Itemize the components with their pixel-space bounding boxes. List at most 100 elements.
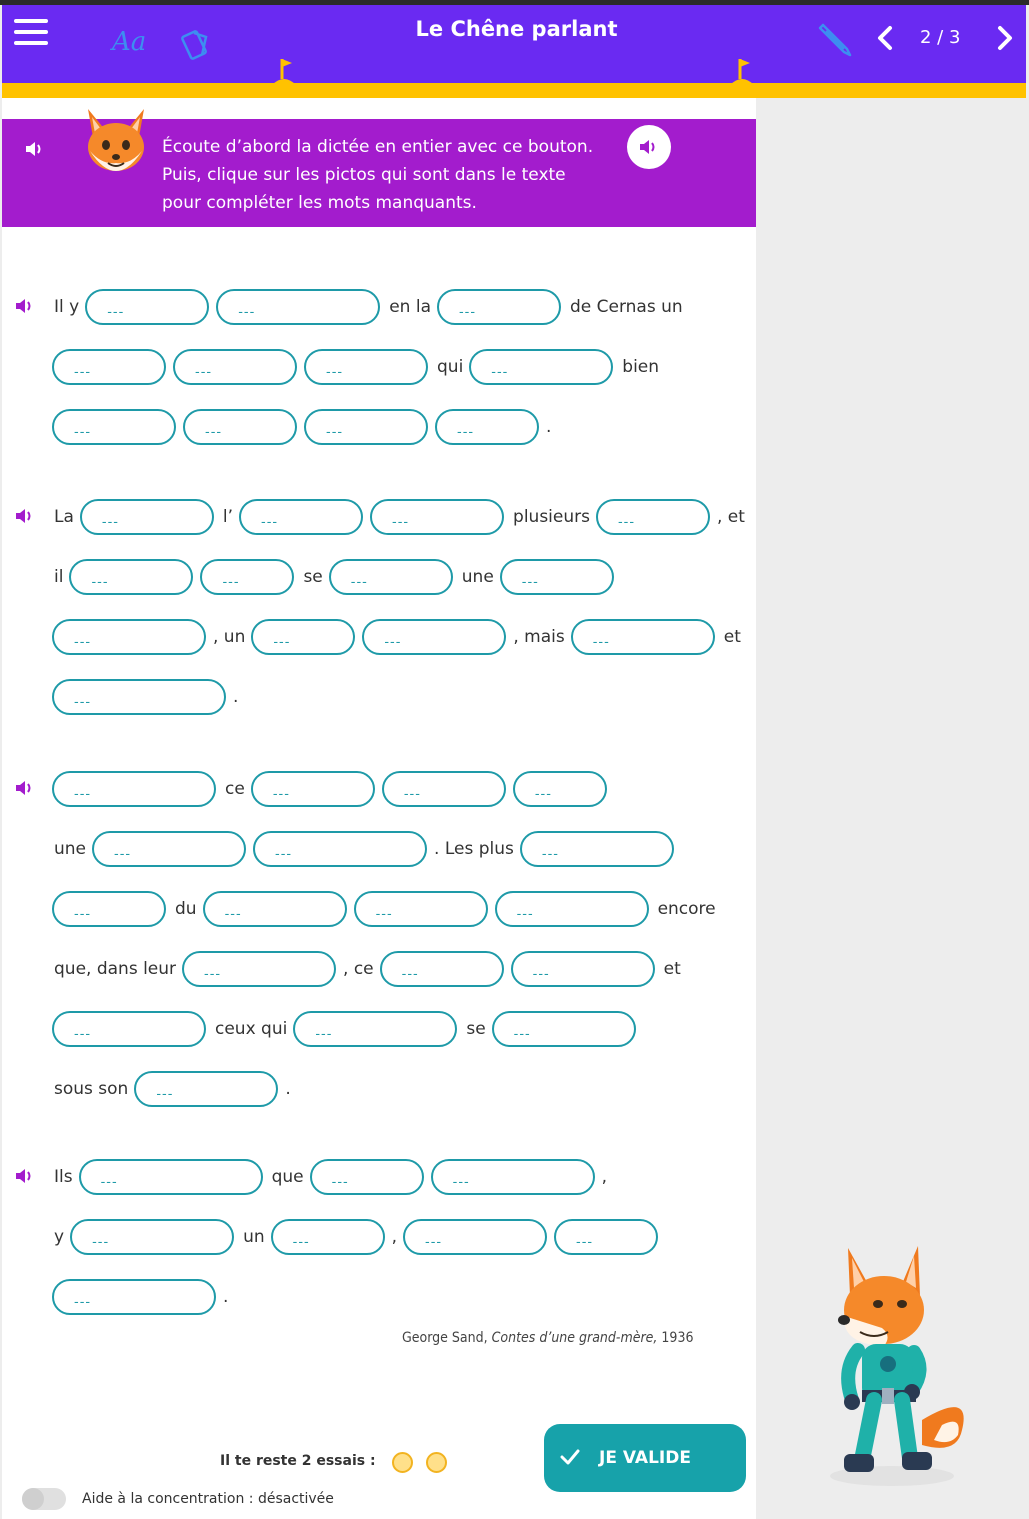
dictation-word: bien <box>622 357 660 377</box>
missing-word-input[interactable]: --- <box>370 499 505 535</box>
missing-word-input[interactable]: --- <box>293 1011 458 1047</box>
missing-word-input[interactable]: --- <box>52 1011 206 1047</box>
pencil-icon[interactable] <box>817 21 853 57</box>
dictation-word: y <box>54 1227 65 1247</box>
dictation-word: de Cernas un <box>569 297 683 317</box>
speaker-icon[interactable] <box>14 506 36 526</box>
missing-word-input[interactable]: --- <box>304 349 428 385</box>
missing-word-input[interactable]: --- <box>70 1219 235 1255</box>
dictation-word: . <box>223 1287 229 1307</box>
missing-word-input[interactable]: --- <box>79 499 214 535</box>
missing-word-input[interactable]: --- <box>182 951 337 987</box>
speaker-icon[interactable] <box>24 139 46 159</box>
missing-word-input[interactable]: --- <box>436 289 561 325</box>
missing-word-input[interactable]: --- <box>328 559 453 595</box>
cards-icon[interactable] <box>180 27 214 61</box>
missing-word-input[interactable]: --- <box>381 771 506 807</box>
missing-word-input[interactable]: --- <box>379 951 504 987</box>
input-placeholder: --- <box>532 967 550 982</box>
missing-word-input[interactable]: --- <box>69 559 194 595</box>
missing-word-input[interactable]: --- <box>92 831 247 867</box>
missing-word-input[interactable]: --- <box>52 771 216 807</box>
input-placeholder: --- <box>107 305 125 320</box>
speaker-icon[interactable] <box>14 1166 36 1186</box>
missing-word-input[interactable]: --- <box>353 891 488 927</box>
dictation-word: en la <box>389 297 431 317</box>
header-underline <box>2 83 1026 98</box>
missing-word-input[interactable]: --- <box>52 891 166 927</box>
try-token-icon <box>392 1452 413 1473</box>
next-page-button[interactable] <box>994 25 1016 51</box>
citation-year: 1936 <box>661 1330 694 1346</box>
missing-word-input[interactable]: --- <box>570 619 715 655</box>
dictation-line: sous son---. <box>52 1070 297 1108</box>
missing-word-input[interactable]: --- <box>52 1279 216 1315</box>
missing-word-input[interactable]: --- <box>52 409 176 445</box>
missing-word-input[interactable]: --- <box>309 1159 424 1195</box>
missing-word-input[interactable]: --- <box>270 1219 385 1255</box>
missing-word-input[interactable]: --- <box>134 1071 279 1107</box>
missing-word-input[interactable]: --- <box>494 891 649 927</box>
missing-word-input[interactable]: --- <box>253 831 428 867</box>
citation: George Sand, Contes d’une grand-mère, 19… <box>402 1330 693 1346</box>
input-placeholder: --- <box>74 425 92 440</box>
input-placeholder: --- <box>401 967 419 982</box>
dictation-line: ------------. <box>52 408 557 446</box>
input-placeholder: --- <box>403 787 421 802</box>
missing-word-input[interactable]: --- <box>85 289 210 325</box>
missing-word-input[interactable]: --- <box>435 409 539 445</box>
missing-word-input[interactable]: --- <box>304 409 428 445</box>
missing-word-input[interactable]: --- <box>519 831 674 867</box>
dictation-line: y---un---,------ <box>52 1218 665 1256</box>
missing-word-input[interactable]: --- <box>200 559 295 595</box>
dictation-line: ---------qui---bien <box>52 348 665 386</box>
missing-word-input[interactable]: --- <box>595 499 710 535</box>
input-placeholder: --- <box>384 635 402 650</box>
dictation-word: La <box>54 507 74 527</box>
missing-word-input[interactable]: --- <box>469 349 614 385</box>
dictation-word: une <box>461 567 494 587</box>
missing-word-input[interactable]: --- <box>52 349 166 385</box>
input-placeholder: --- <box>222 575 240 590</box>
input-placeholder: --- <box>205 425 223 440</box>
dictation-line: Ils---que------, <box>52 1158 613 1196</box>
input-placeholder: --- <box>534 787 552 802</box>
missing-word-input[interactable]: --- <box>499 559 614 595</box>
input-placeholder: --- <box>458 305 477 320</box>
missing-word-input[interactable]: --- <box>239 499 364 535</box>
missing-word-input[interactable]: --- <box>362 619 507 655</box>
dictation-word: que <box>271 1167 304 1187</box>
speaker-icon[interactable] <box>14 778 36 798</box>
dictation-word: , un <box>213 627 246 647</box>
menu-icon[interactable] <box>14 19 48 49</box>
missing-word-input[interactable]: --- <box>183 409 297 445</box>
speaker-icon[interactable] <box>14 296 36 316</box>
missing-word-input[interactable]: --- <box>510 951 655 987</box>
previous-page-button[interactable] <box>874 25 896 51</box>
page-title: Le Chêne parlant <box>415 17 618 41</box>
missing-word-input[interactable]: --- <box>512 771 607 807</box>
check-icon <box>560 1449 580 1465</box>
missing-word-input[interactable]: --- <box>202 891 347 927</box>
missing-word-input[interactable]: --- <box>403 1219 548 1255</box>
missing-word-input[interactable]: --- <box>173 349 297 385</box>
missing-word-input[interactable]: --- <box>52 679 226 715</box>
dictation-line: ---ceux qui---se--- <box>52 1010 643 1048</box>
concentration-toggle[interactable] <box>22 1488 66 1510</box>
input-placeholder: --- <box>331 1175 349 1190</box>
missing-word-input[interactable]: --- <box>78 1159 263 1195</box>
missing-word-input[interactable]: --- <box>554 1219 659 1255</box>
input-placeholder: --- <box>425 1235 443 1250</box>
missing-word-input[interactable]: --- <box>430 1159 595 1195</box>
dictation-word: se <box>466 1019 486 1039</box>
text-size-icon[interactable]: Aa <box>112 27 147 57</box>
validate-button[interactable]: JE VALIDE <box>544 1424 746 1492</box>
missing-word-input[interactable]: --- <box>250 771 375 807</box>
missing-word-input[interactable]: --- <box>251 619 356 655</box>
input-placeholder: --- <box>350 575 368 590</box>
missing-word-input[interactable]: --- <box>52 619 206 655</box>
dictation-line: Il y------en la---de Cernas un <box>52 288 689 326</box>
play-dictation-button[interactable] <box>627 125 671 169</box>
missing-word-input[interactable]: --- <box>216 289 381 325</box>
missing-word-input[interactable]: --- <box>491 1011 636 1047</box>
